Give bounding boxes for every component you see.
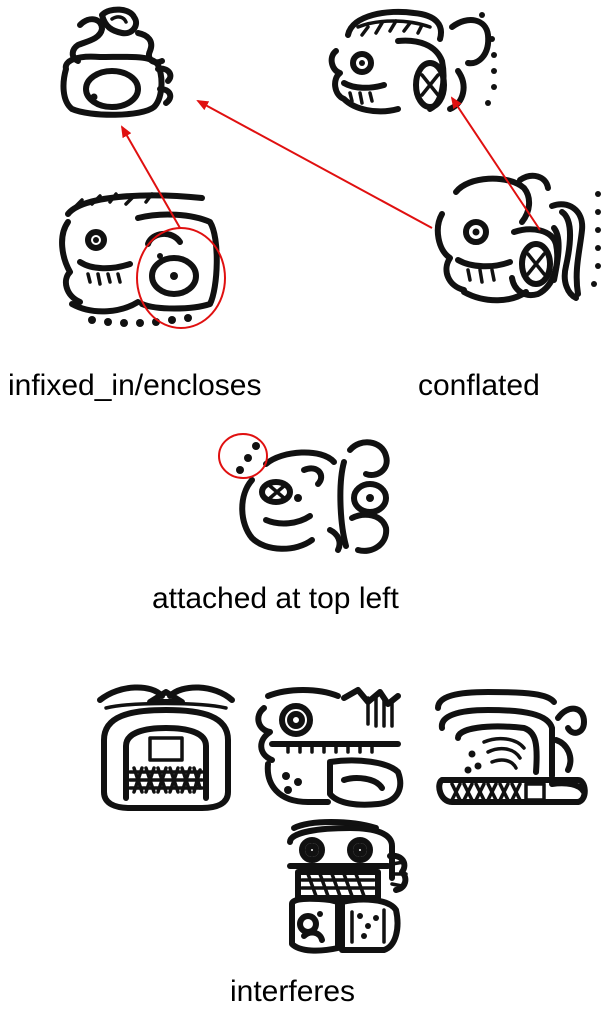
glyph-infixed-head-variant xyxy=(318,5,500,123)
label-conflated: conflated xyxy=(418,369,540,402)
label-infixed: infixed_in/encloses xyxy=(8,369,262,402)
label-interferes: interferes xyxy=(230,975,356,1008)
glyph-infixed-main-sign xyxy=(50,5,175,123)
glyph-infixed-compound xyxy=(52,192,227,330)
glyph-interferes-1 xyxy=(90,680,242,814)
glyph-attached-compound xyxy=(226,434,412,562)
glyph-interferes-2 xyxy=(248,684,410,808)
label-attached: attached at top left xyxy=(152,582,399,615)
glyph-interferes-3 xyxy=(428,688,590,810)
glyph-conflated-compound xyxy=(428,170,604,310)
glyph-interferes-combined xyxy=(280,818,410,958)
